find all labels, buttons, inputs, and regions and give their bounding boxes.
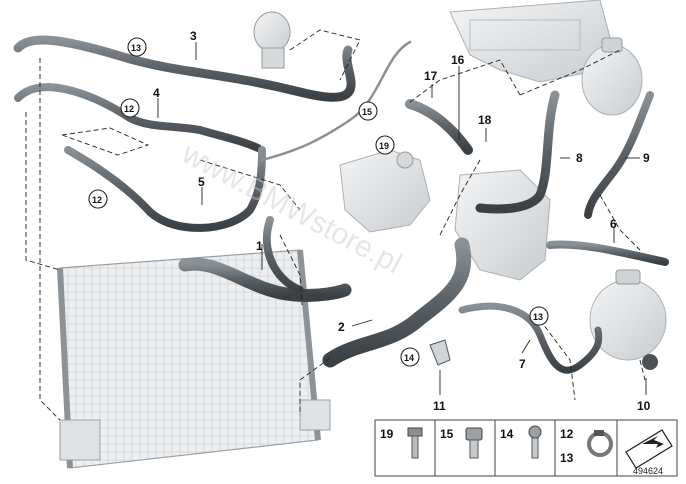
svg-text:12: 12 — [92, 195, 102, 205]
callout-11: 11 — [433, 399, 446, 413]
hose-7 — [458, 302, 603, 374]
circled-callout-12-upper: 12 — [120, 98, 140, 118]
svg-text:14: 14 — [500, 427, 514, 441]
radiator — [57, 249, 331, 469]
svg-text:19: 19 — [380, 427, 394, 441]
callout-1: 1 — [256, 239, 263, 253]
hose-1-branch — [262, 216, 304, 294]
hose-5 — [64, 146, 266, 232]
arrow-icon — [642, 436, 664, 448]
svg-text:12: 12 — [124, 104, 134, 114]
callout-4: 4 — [153, 86, 160, 100]
solid-leaders — [157, 42, 647, 395]
hose-9 — [584, 91, 654, 219]
callouts: 1 2 3 4 5 6 7 8 9 10 11 16 17 18 — [153, 29, 651, 413]
hoses — [13, 35, 669, 374]
parts-legend: 19 15 14 12 13 — [374, 419, 678, 477]
svg-text:14: 14 — [404, 353, 414, 363]
hose-16 — [405, 99, 473, 155]
electric-pump — [253, 11, 291, 69]
svg-text:13: 13 — [560, 451, 574, 465]
callout-3: 3 — [190, 29, 197, 43]
legend-item-19: 19 — [380, 427, 423, 459]
circled-callout-15: 15 — [358, 101, 378, 121]
legend-item-15: 15 — [440, 427, 483, 459]
legend-item-12-13: 12 13 — [560, 427, 613, 465]
callout-8: 8 — [576, 151, 583, 165]
callout-9: 9 — [643, 151, 650, 165]
bolt-icon — [407, 427, 423, 459]
hose-2 — [322, 237, 472, 368]
hose-8 — [475, 90, 560, 214]
expansion-tank-lower — [589, 269, 667, 370]
svg-text:15: 15 — [362, 107, 372, 117]
engine-block — [449, 0, 613, 83]
circled-callout-13-top: 13 — [127, 37, 147, 57]
hose-4 — [14, 83, 262, 152]
svg-text:15: 15 — [440, 427, 454, 441]
hose-3 — [13, 35, 356, 102]
callout-6: 6 — [610, 217, 617, 231]
svg-text:19: 19 — [379, 141, 389, 151]
expansion-tank-upper — [581, 37, 643, 116]
clip-icon — [465, 427, 483, 459]
circled-callout-12-lower: 12 — [88, 189, 108, 209]
callout-18: 18 — [478, 113, 492, 127]
circled-callout-14: 14 — [400, 347, 420, 367]
leader-lines — [25, 29, 646, 421]
legend-direction-arrow — [625, 429, 673, 469]
callout-16: 16 — [451, 53, 465, 67]
diagram-id: 494624 — [633, 466, 663, 476]
circled-callout-19: 19 — [375, 135, 395, 155]
screw-icon — [528, 425, 542, 459]
callout-7: 7 — [519, 357, 526, 371]
hose-1 — [178, 257, 352, 302]
hose-clamp-icon — [587, 430, 613, 457]
hose-6 — [546, 240, 669, 266]
circled-callout-13-lower: 13 — [529, 306, 549, 326]
svg-text:13: 13 — [533, 312, 543, 322]
bracket-11 — [429, 339, 451, 366]
callout-10: 10 — [637, 399, 651, 413]
circled-callouts: 13 12 12 15 19 14 13 — [88, 37, 549, 367]
callout-2: 2 — [338, 320, 345, 334]
callout-5: 5 — [198, 175, 205, 189]
thermostat-housing — [339, 149, 551, 281]
svg-text:12: 12 — [560, 427, 574, 441]
svg-text:13: 13 — [131, 43, 141, 53]
pipe-15 — [260, 40, 412, 162]
legend-item-14: 14 — [500, 425, 542, 459]
callout-17: 17 — [424, 69, 438, 83]
